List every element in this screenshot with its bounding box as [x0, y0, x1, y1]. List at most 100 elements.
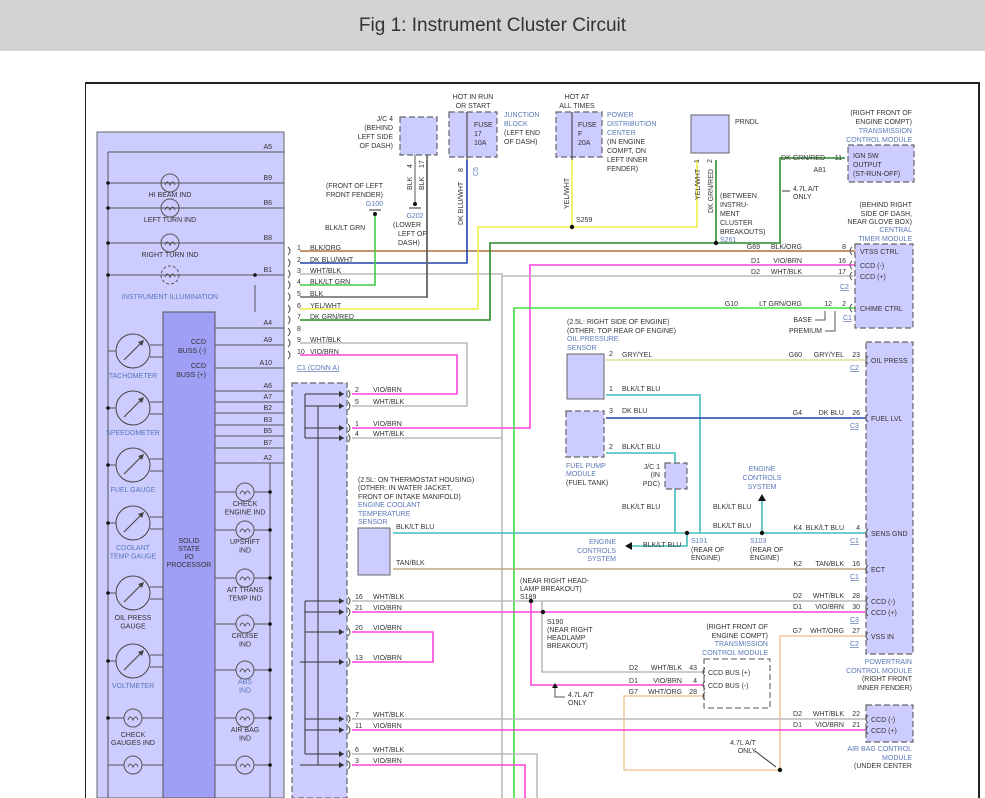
connector-pin-icon	[849, 246, 853, 256]
ect-wire-1: BLK/LT BLU	[396, 524, 434, 531]
pcm-connector-link[interactable]: C3	[850, 423, 859, 430]
prndl-wire-1: YEL/WHT	[695, 168, 702, 200]
bulb-icon	[160, 173, 180, 193]
tcm-pin-label: CCD BUS (+)	[708, 670, 750, 677]
splice-s103: S103	[750, 538, 766, 545]
connector-pin-icon	[287, 327, 291, 337]
connector-pin-icon	[702, 691, 706, 701]
acm-pin-label: CCD (+)	[871, 728, 897, 735]
splice-s190: S190	[547, 619, 563, 626]
pcm-name-2: CONTROL MODULE	[846, 668, 912, 675]
ect-name-3: SENSOR	[358, 519, 388, 526]
tcm-circuit-id: D2	[629, 665, 638, 672]
oil-sensor-pin-2: 2	[609, 351, 613, 358]
bulb-icon	[160, 198, 180, 218]
splice-s261: S261	[720, 237, 736, 244]
connector-pin-icon	[347, 401, 351, 411]
oil-sensor-wire-2: GRY/YEL	[622, 352, 652, 359]
connector-arrow-icon	[339, 659, 344, 665]
gauge-icon-needle-tip	[138, 340, 144, 346]
pcm-connector-link[interactable]: C1	[850, 538, 859, 545]
tcm-wire-color: VIO/BRN	[653, 678, 682, 685]
pin-number: 7	[297, 314, 301, 321]
fuse17-wire-label: DK BLU/WHT	[458, 181, 465, 225]
fuse17-number: 17	[474, 131, 482, 138]
connector-arrow-icon	[339, 598, 344, 604]
fusef-hot-label: HOT AT	[565, 94, 590, 101]
indicator-label: ENGINE IND	[225, 510, 266, 517]
connector-arrow-icon	[339, 716, 344, 722]
pcm-pin-label: VSS IN	[871, 634, 894, 641]
tcm-top-pin: 11	[835, 155, 842, 162]
s189-loc-2: LAMP BREAKOUT)	[520, 586, 582, 593]
connector-pin-icon	[865, 564, 869, 574]
processor-label: SOLID	[178, 538, 199, 545]
pcm-wire-color: WHT/BLK	[813, 593, 844, 600]
ccd-buss-minus-label-2: BUSS (-)	[178, 348, 206, 355]
bulb-icon-filament	[127, 763, 139, 769]
gauge-icon-needle-tip	[138, 397, 144, 403]
wire-color-label: WHT/BLK	[373, 594, 404, 601]
pin-number: 6	[297, 303, 301, 310]
tcm-top-name: TRANSMISSION	[859, 128, 912, 135]
bus-junction-dot	[106, 591, 110, 595]
connector-arrow-icon	[339, 609, 344, 615]
pcm-wire-color: DK BLU	[819, 410, 844, 417]
ctm-name: CENTRAL	[879, 227, 912, 234]
bus-junction-dot	[106, 241, 110, 245]
prndl-label: PRNDL	[735, 119, 759, 126]
engine-controls-left-3: SYSTEM	[587, 556, 616, 563]
ccd-buss-minus-label: CCD	[191, 339, 206, 346]
tcm-top-loc: (RIGHT FRONT OF	[850, 110, 912, 117]
pcm-pin-number: 16	[852, 561, 860, 568]
connector-arrow-icon	[339, 435, 344, 441]
jc4-wire-2: BLK	[419, 176, 426, 190]
bulb-icon-filament	[164, 206, 176, 212]
wire-color-label: VIO/BRN	[373, 625, 402, 632]
prndl-pin-2: 2	[707, 159, 714, 163]
fuel-pump-loc: (FUEL TANK)	[566, 480, 608, 487]
gauge-label: OIL PRESS	[115, 615, 152, 622]
connector-c5-link[interactable]: C5	[473, 167, 480, 176]
ctm-c1-link[interactable]: C1	[843, 315, 852, 322]
pcm-connector-link[interactable]: C2	[850, 641, 859, 648]
indicator-label: IND	[239, 548, 251, 555]
transmission-control-module-bottom: (RIGHT FRONT OF ENGINE COMPT) TRANSMISSI…	[629, 624, 771, 709]
pcm-connector-link[interactable]: C3	[850, 617, 859, 624]
connector-pin-icon	[865, 631, 869, 641]
connector-arrow-icon	[339, 391, 344, 397]
junction-block-label: JUNCTION	[504, 112, 539, 119]
ect-loc-2: (OTHER: IN WATER JACKET,	[358, 485, 452, 492]
acm-pin-number: 22	[852, 711, 860, 718]
ctm-loc-2: SIDE OF DASH,	[861, 211, 912, 218]
lamp-label: HI BEAM IND	[149, 192, 192, 199]
wire-color-label: VIO/BRN	[373, 655, 402, 662]
connector-c1-label[interactable]: C1 (CONN A)	[297, 365, 339, 372]
connector-pin-icon	[347, 627, 351, 637]
pin-number: 5	[297, 291, 301, 298]
g202-desc: (LOWER	[393, 222, 421, 229]
gauge-icon-needle	[123, 512, 144, 533]
fuel-pump-name: FUEL PUMP	[566, 463, 606, 470]
tcm-wire-color: WHT/ORG	[648, 689, 682, 696]
pcm-connector-link[interactable]: C2	[850, 365, 859, 372]
jc1-label-3: PDC)	[643, 481, 660, 488]
bulb-icon-filament	[239, 668, 251, 674]
lamp-label: RIGHT TURN IND	[142, 252, 199, 259]
pin-number: 4	[297, 279, 301, 286]
wire-color-label: WHT/BLK	[373, 712, 404, 719]
ctm-c2-link[interactable]: C2	[840, 284, 849, 291]
pcm-loc-2: INNER FENDER)	[857, 685, 912, 692]
pcm-connector-link[interactable]: C1	[850, 574, 859, 581]
tcm-bottom-loc: (RIGHT FRONT OF	[706, 624, 768, 631]
bus-junction-dot	[106, 716, 110, 720]
tcm-bottom-loc-2: ENGINE COMPT)	[712, 633, 768, 640]
indicator-label: CHECK	[233, 501, 258, 508]
instrument-illumination-label: INSTRUMENT ILLUMINATION	[122, 294, 218, 301]
ground-g202: G202 (LOWER LEFT OF DASH)	[393, 202, 427, 247]
connector-pin-icon	[287, 350, 291, 360]
ect-wire-2: TAN/BLK	[396, 560, 425, 567]
pcm-wire-color: TAN/BLK	[815, 561, 844, 568]
